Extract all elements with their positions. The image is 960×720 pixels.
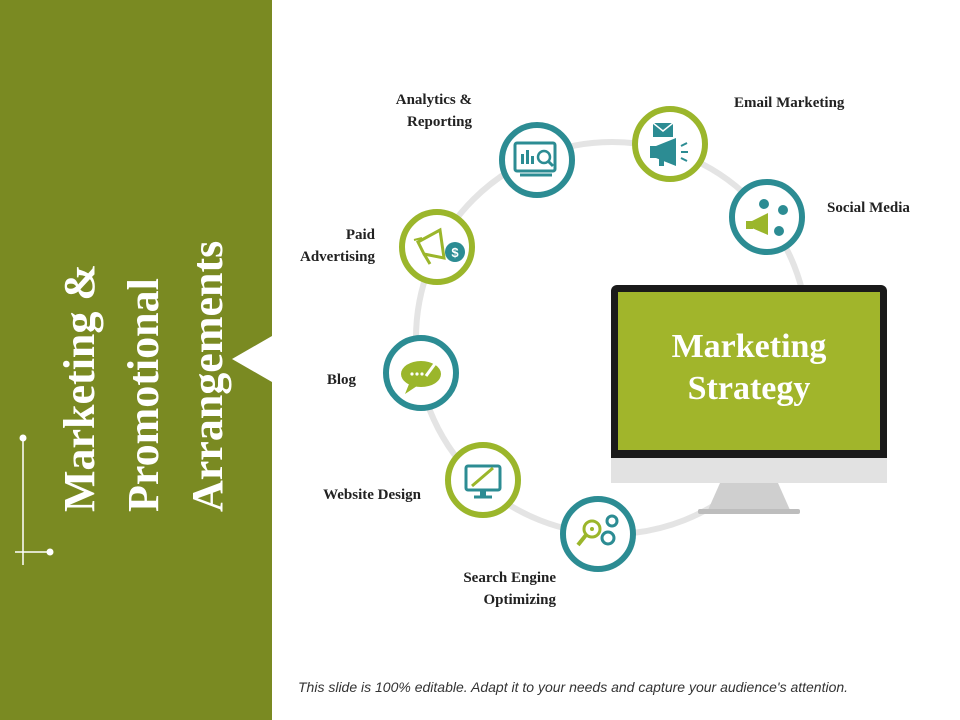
label-social-media-line-1: Social Media [827,200,910,216]
monitor-stand [708,483,790,510]
node-paid-advertising[interactable]: $ [399,209,475,285]
label-email-marketing: Email Marketing [734,92,894,114]
paid-advertising-icon: $ [413,227,465,265]
center-title: Marketing Strategy [620,326,878,410]
node-analytics[interactable] [499,122,575,198]
label-analytics: Analytics & Reporting [352,89,472,133]
monitor [611,285,887,514]
node-social-media[interactable] [729,179,805,255]
label-search-engine-optimizing: Search Engine Optimizing [416,567,556,611]
label-analytics-line-1: Analytics & [395,92,472,108]
social-media-icon [746,199,788,236]
label-social-media: Social Media [827,197,947,219]
sidebar-background [0,0,272,720]
sidebar-decor-dot-right [46,548,54,556]
label-paid-advertising-line-2: Advertising [300,249,375,265]
node-email-marketing[interactable] [632,106,708,182]
sidebar-decor-dot-top [19,434,27,442]
sidebar-graphic: Marketing & Promotional Arrangements [0,0,272,720]
monitor-screen [618,292,880,450]
seo-icon [576,514,619,547]
slide-title: Marketing & Promotional Arrangements [55,241,232,512]
sidebar-pointer [232,336,272,382]
sidebar-panel: Marketing & Promotional Arrangements [0,0,272,720]
slide-title-line-1: Marketing & [55,264,104,512]
label-seo-line-2: Optimizing [483,592,556,608]
label-paid-advertising-line-1: Paid [345,227,375,243]
monitor-chin [611,458,887,483]
label-blog-line-1: Blog [326,372,356,388]
slide-title-line-2: Promotional [119,278,168,512]
label-seo-line-1: Search Engine [463,570,556,586]
center-title-line-1: Marketing [671,328,827,365]
analytics-icon [513,141,557,177]
footer-note: This slide is 100% editable. Adapt it to… [298,679,849,695]
label-analytics-line-2: Reporting [407,114,472,130]
label-website-design: Website Design [270,484,421,506]
node-search-engine-optimizing[interactable] [560,496,636,572]
email-megaphone-icon [650,122,688,166]
node-website-design[interactable] [445,442,521,518]
node-blog[interactable] [383,335,459,411]
blog-icon [401,360,441,394]
label-paid-advertising: Paid Advertising [260,224,375,268]
slide-title-line-3: Arrangements [183,241,232,512]
svg-text:$: $ [451,245,459,260]
label-email-marketing-line-1: Email Marketing [734,95,845,111]
monitor-base [698,509,800,514]
center-title-line-2: Strategy [687,370,811,407]
website-design-icon [464,464,502,499]
label-website-design-line-1: Website Design [323,487,421,503]
label-blog: Blog [300,369,356,391]
